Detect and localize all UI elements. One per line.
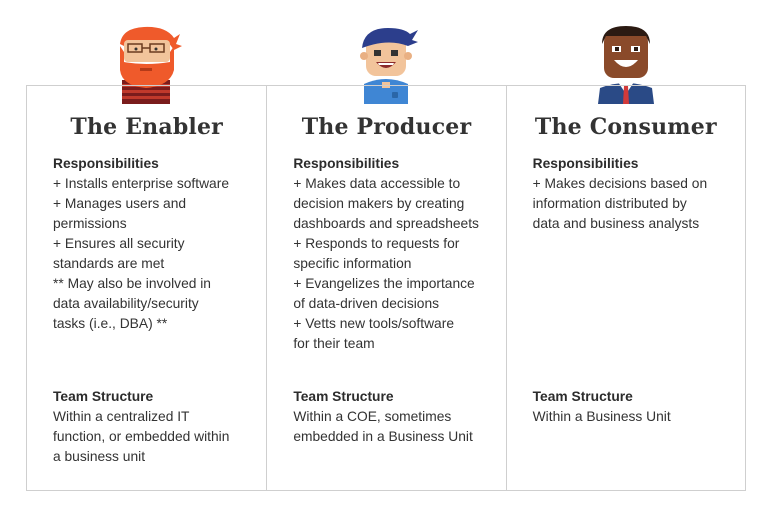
responsibility-line: data availability/security xyxy=(53,296,199,311)
responsibilities-heading: Responsibilities xyxy=(53,156,159,171)
responsibility-line: + Makes data accessible to xyxy=(293,176,461,191)
responsibilities-section: Responsibilities + Makes decisions based… xyxy=(533,154,733,234)
responsibility-line: + Makes decisions based on xyxy=(532,176,708,191)
responsibility-line: + Evangelizes the importance xyxy=(293,276,475,291)
responsibility-line: specific information xyxy=(293,256,412,271)
responsibilities-section: Responsibilities + Makes data accessible… xyxy=(293,154,493,354)
persona-comparison-table: The Enabler Responsibilities + Installs … xyxy=(26,85,746,491)
persona-title: The Consumer xyxy=(534,114,717,140)
persona-column-consumer: The Consumer Responsibilities + Makes de… xyxy=(505,86,745,490)
responsibilities-heading: Responsibilities xyxy=(532,156,639,171)
responsibility-line: ** May also be involved in xyxy=(53,276,211,291)
team-structure-heading: Team Structure xyxy=(532,389,633,404)
responsibility-line: + Vetts new tools/software xyxy=(293,316,454,331)
responsibility-line: standards are met xyxy=(53,256,165,271)
responsibility-line: + Installs enterprise software xyxy=(53,176,229,191)
team-structure-line: Within a Business Unit xyxy=(532,409,671,424)
responsibility-line: + Responds to requests for xyxy=(293,236,460,251)
responsibility-line: data and business analysts xyxy=(532,216,700,231)
responsibility-line: information distributed by xyxy=(532,196,687,211)
persona-title: The Enabler xyxy=(70,114,223,140)
responsibilities-heading: Responsibilities xyxy=(293,156,400,171)
persona-title: The Producer xyxy=(301,114,472,140)
responsibility-line: for their team xyxy=(293,336,375,351)
responsibility-line: decision makers by creating xyxy=(293,196,465,211)
responsibility-line: + Ensures all security xyxy=(53,236,185,251)
persona-column-producer: The Producer Responsibilities + Makes da… xyxy=(266,86,505,490)
team-structure-section: Team Structure Within a COE, sometimes e… xyxy=(293,387,493,447)
responsibility-line: permissions xyxy=(53,216,127,231)
team-structure-line: Within a COE, sometimes xyxy=(293,409,452,424)
team-structure-line: a business unit xyxy=(53,449,146,464)
consumer-avatar-icon xyxy=(588,22,664,104)
team-structure-section: Team Structure Within a centralized IT f… xyxy=(53,387,253,467)
responsibilities-section: Responsibilities + Installs enterprise s… xyxy=(53,154,253,334)
team-structure-line: embedded in a Business Unit xyxy=(293,429,473,444)
team-structure-heading: Team Structure xyxy=(293,389,394,404)
responsibility-line: of data-driven decisions xyxy=(293,296,440,311)
responsibility-line: tasks (i.e., DBA) ** xyxy=(53,316,168,331)
persona-column-enabler: The Enabler Responsibilities + Installs … xyxy=(27,86,266,490)
responsibility-line: dashboards and spreadsheets xyxy=(293,216,479,231)
team-structure-line: function, or embedded within xyxy=(53,429,230,444)
team-structure-line: Within a centralized IT xyxy=(53,409,190,424)
team-structure-section: Team Structure Within a Business Unit xyxy=(533,387,733,427)
responsibility-line: + Manages users and xyxy=(53,196,187,211)
team-structure-heading: Team Structure xyxy=(53,389,154,404)
